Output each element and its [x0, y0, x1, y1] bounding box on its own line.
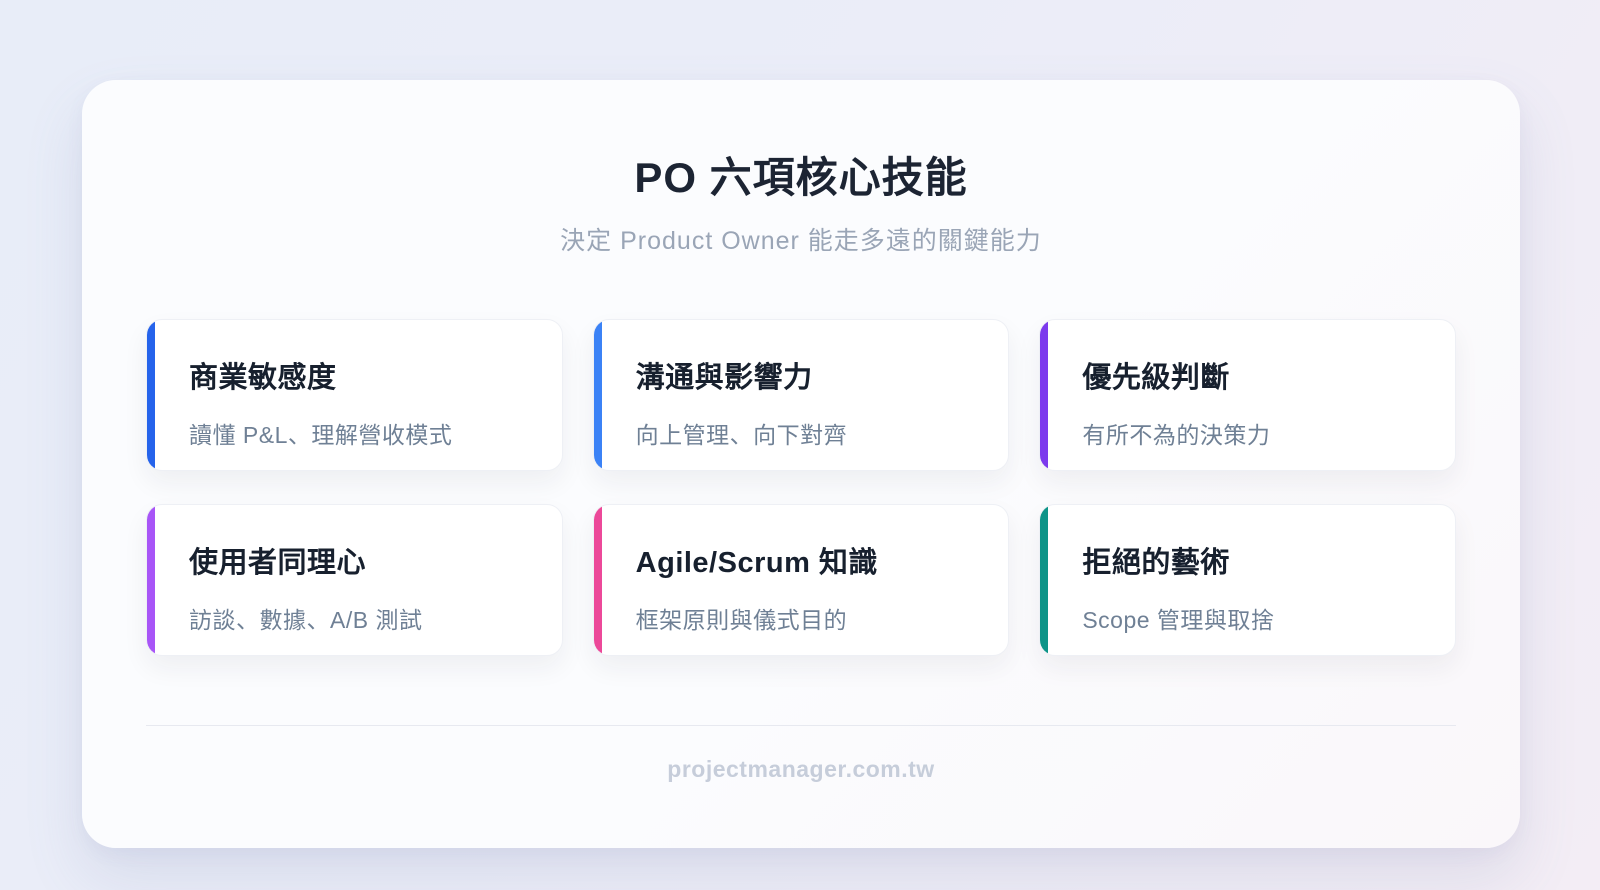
skill-card-title: 使用者同理心 — [189, 547, 367, 579]
skill-card-desc: 訪談、數據、A/B 測試 — [189, 607, 423, 633]
skill-card-title: 拒絕的藝術 — [1082, 547, 1230, 579]
skill-card-desc: 讀懂 P&L、理解營收模式 — [189, 422, 453, 448]
skill-card-desc: 有所不為的決策力 — [1082, 422, 1271, 448]
page-subtitle: 決定 Product Owner 能走多遠的關鍵能力 — [560, 227, 1042, 255]
skill-card-art-of-no: 拒絕的藝術 Scope 管理與取捨 — [1039, 504, 1456, 656]
skill-card-agile-scrum: Agile/Scrum 知識 框架原則與儀式目的 — [592, 504, 1010, 656]
skill-card-title: 商業敏感度 — [189, 362, 337, 394]
skill-card-desc: 向上管理、向下對齊 — [635, 422, 848, 448]
skill-card-communication: 溝通與影響力 向上管理、向下對齊 — [592, 319, 1010, 471]
skill-card-title: 優先級判斷 — [1082, 362, 1230, 394]
skills-grid: 商業敏感度 讀懂 P&L、理解營收模式 溝通與影響力 向上管理、向下對齊 優先級… — [146, 319, 1456, 656]
skill-card-prioritization: 優先級判斷 有所不為的決策力 — [1039, 319, 1456, 471]
skill-card-desc: 框架原則與儀式目的 — [635, 607, 848, 633]
main-panel: PO 六項核心技能 決定 Product Owner 能走多遠的關鍵能力 商業敏… — [82, 80, 1520, 848]
skill-card-title: Agile/Scrum 知識 — [635, 547, 878, 579]
header: PO 六項核心技能 決定 Product Owner 能走多遠的關鍵能力 — [82, 80, 1520, 257]
skill-card-user-empathy: 使用者同理心 訪談、數據、A/B 測試 — [146, 504, 563, 656]
skill-card-desc: Scope 管理與取捨 — [1082, 607, 1275, 633]
page-title: PO 六項核心技能 — [634, 154, 968, 201]
footer-divider — [146, 725, 1456, 726]
skill-card-business-sense: 商業敏感度 讀懂 P&L、理解營收模式 — [146, 319, 563, 471]
skill-card-title: 溝通與影響力 — [635, 362, 813, 394]
footer-site-url: projectmanager.com.tw — [667, 756, 935, 782]
